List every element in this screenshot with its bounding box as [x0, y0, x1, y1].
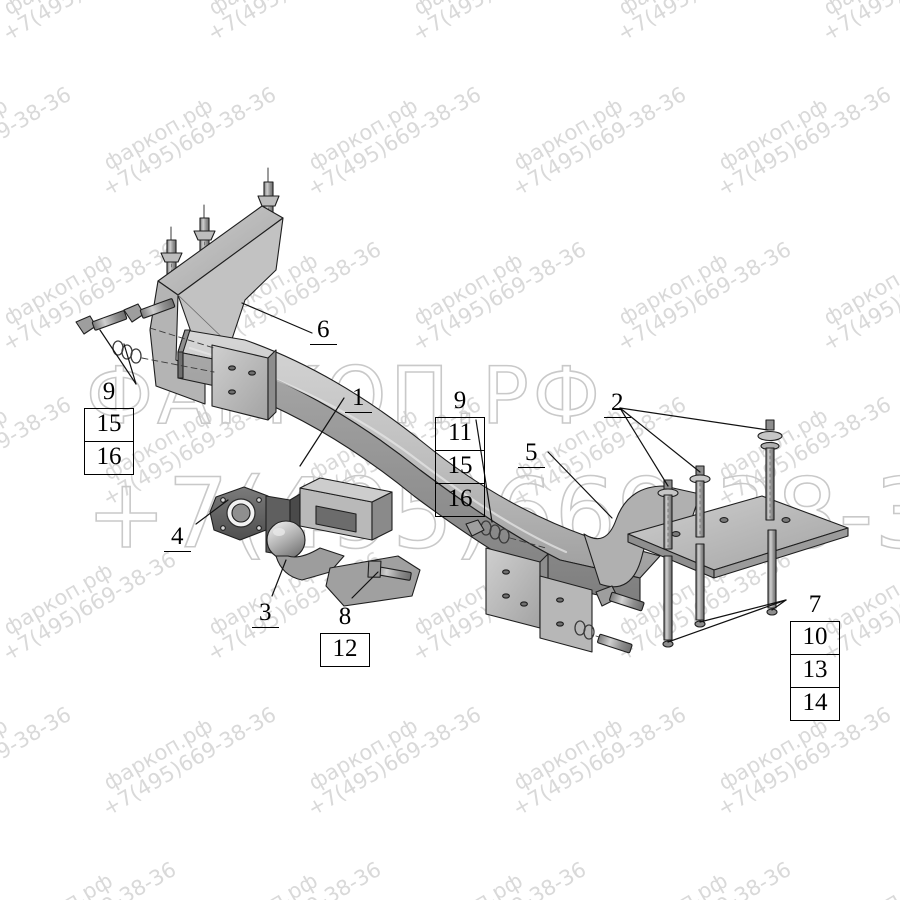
- callout-1: 1: [345, 385, 372, 413]
- centre-receiver: [299, 477, 393, 541]
- stack-cell: 11: [435, 418, 485, 451]
- ball-neck: [325, 555, 421, 607]
- stack-cell: 13: [790, 655, 840, 688]
- callout-3: 3: [252, 600, 279, 628]
- fastener-group-right: [574, 585, 645, 654]
- callout-stack-bolt-8: 8 12: [320, 603, 370, 667]
- callout-6: 6: [310, 317, 337, 345]
- callout-stack-left: 9 15 16: [84, 378, 134, 475]
- callout-stack-right: 7 10 13 14: [790, 591, 840, 721]
- part-5-right-plate: [583, 485, 849, 588]
- callout-2: 2: [604, 390, 631, 418]
- callout-stack-middle: 9 11 15 16: [435, 387, 485, 517]
- callout-4: 4: [164, 524, 191, 552]
- fastener-group-left: [75, 298, 215, 373]
- stack-cell: 16: [435, 484, 485, 517]
- beam-left-end-plate: [211, 344, 277, 421]
- stack-cell: 12: [320, 634, 370, 667]
- part-8-ball-bolt: [367, 560, 412, 581]
- stack-head: 9: [84, 378, 134, 409]
- fastener-group-middle: [465, 519, 547, 549]
- stack-cell: 14: [790, 688, 840, 721]
- callout-5: 5: [518, 440, 545, 468]
- stack-head: 8: [320, 603, 370, 634]
- stack-cell: 15: [435, 451, 485, 484]
- stack-head: 9: [435, 387, 485, 418]
- beam-right-end-plates: [485, 547, 593, 653]
- part-2-bolt-set: [657, 419, 783, 550]
- part-7-long-bolts: [662, 529, 778, 648]
- stack-cell: 10: [790, 622, 840, 655]
- stack-head: 7: [790, 591, 840, 622]
- stack-cell: 16: [84, 442, 134, 475]
- stack-cell: 15: [84, 409, 134, 442]
